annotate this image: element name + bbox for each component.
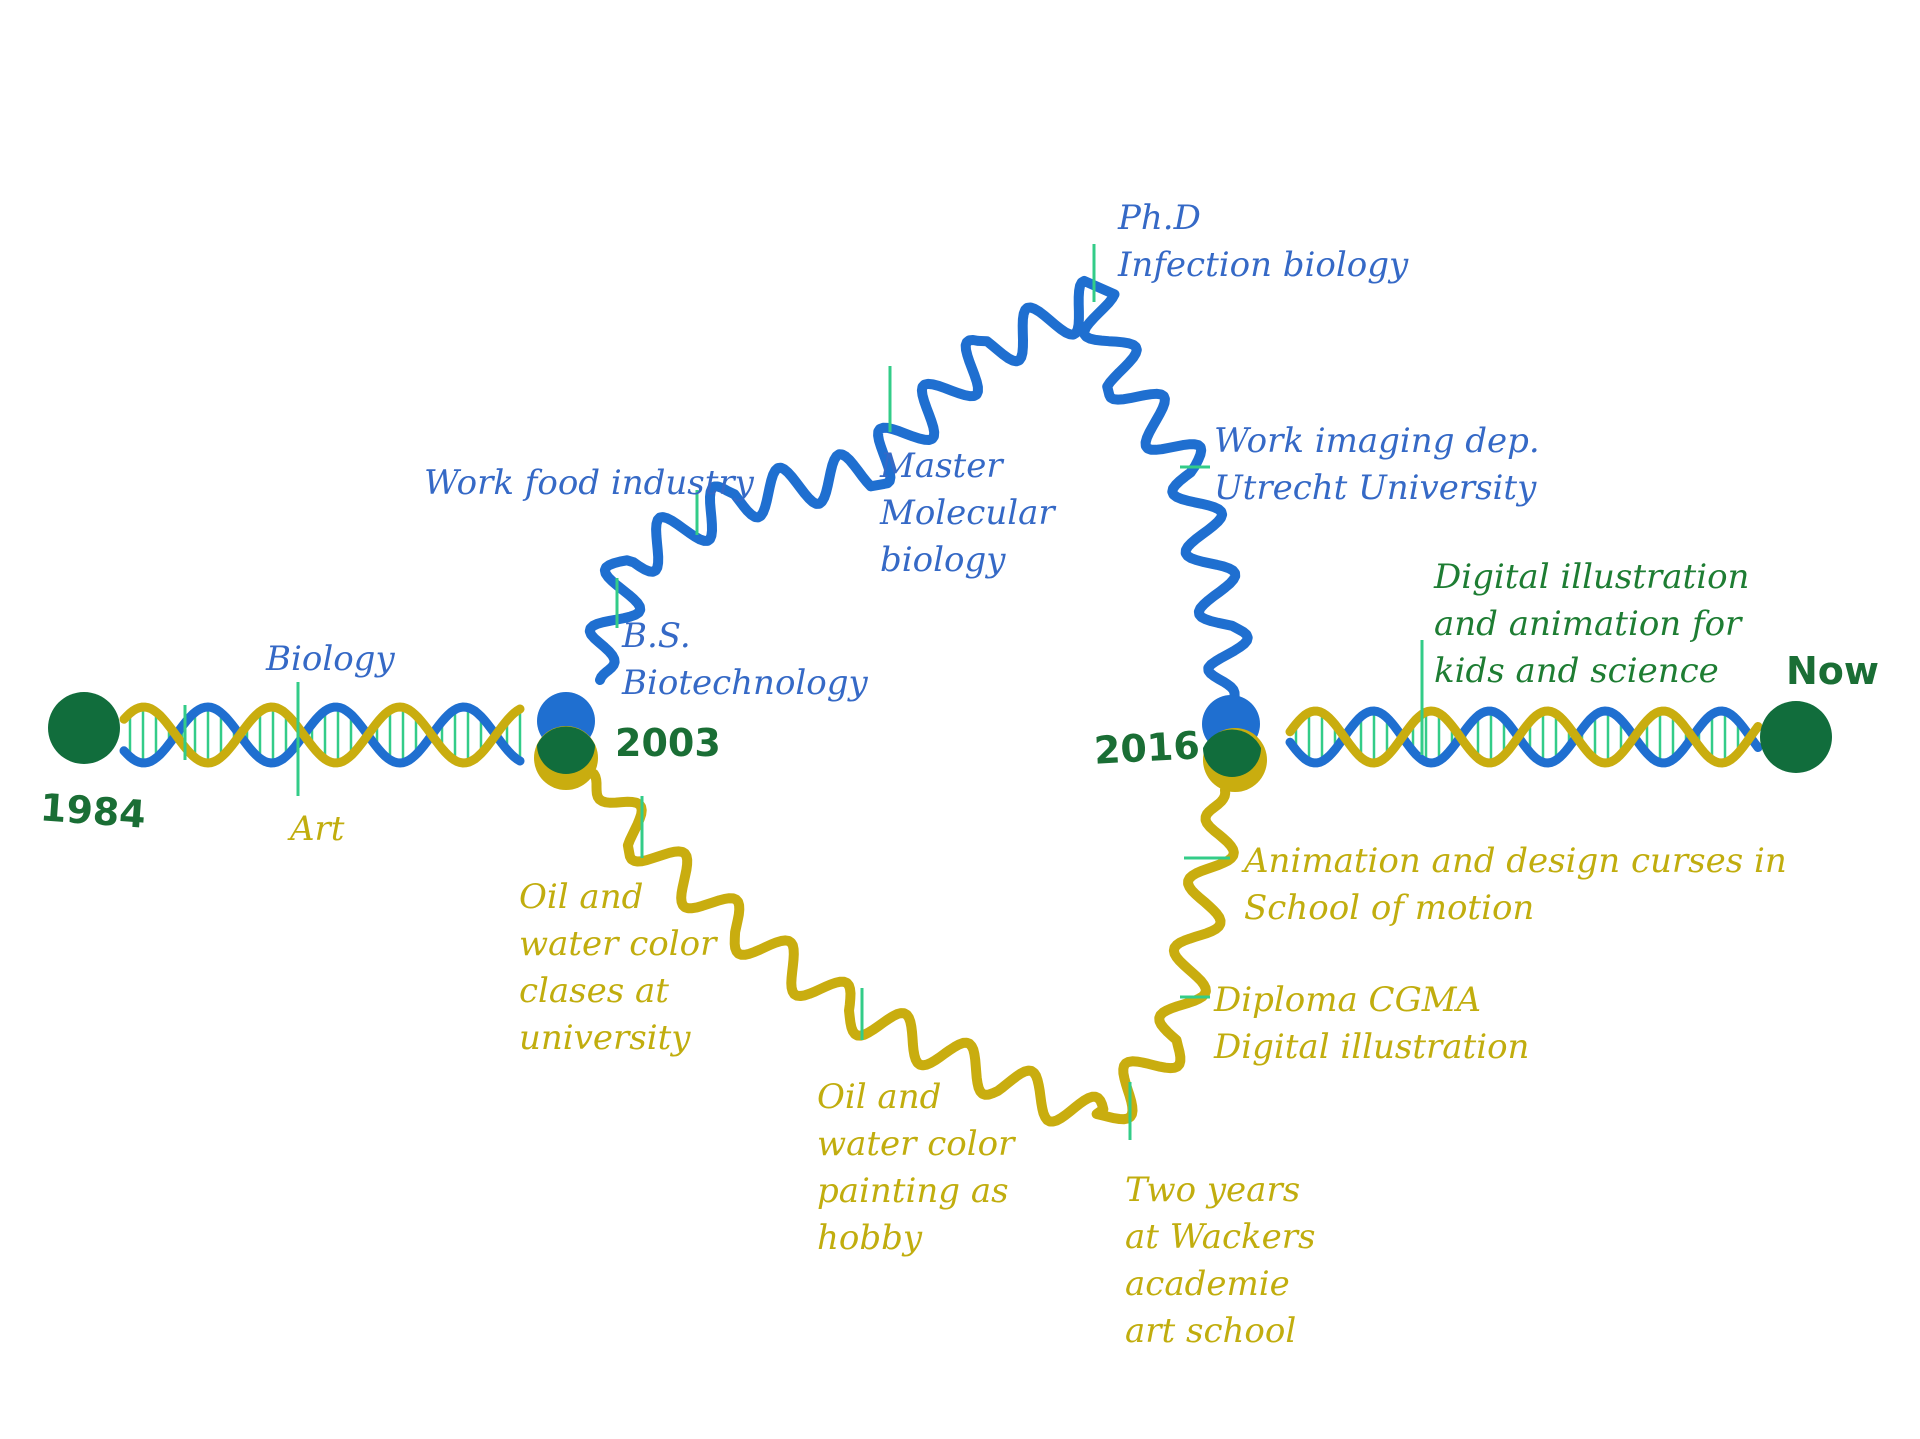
- art-branch-strand: [589, 769, 1239, 1127]
- end-node-now: [1760, 701, 1832, 773]
- merge-node-2016: [1202, 695, 1267, 792]
- label-phd-infection-biology: Ph.D Infection biology: [1118, 198, 1409, 285]
- label-work-food-industry: Work food industry: [424, 463, 754, 503]
- art-milestone-ticks: [640, 796, 1230, 1140]
- branch-node-2003: [534, 692, 598, 790]
- label-school-of-motion: Animation and design curses in School of…: [1244, 841, 1787, 928]
- label-bs-biotechnology: B.S. Biotechnology: [622, 616, 868, 703]
- science-milestone-ticks: [615, 244, 1210, 628]
- year-2003: 2003: [615, 721, 721, 765]
- label-diploma-cgma: Diploma CGMA Digital illustration: [1214, 980, 1530, 1067]
- left-helix-art-strand: [119, 702, 525, 768]
- label-work-imaging: Work imaging dep. Utrecht University: [1214, 421, 1540, 508]
- label-wackers-academie: Two years at Wackers academie art school: [1125, 1170, 1316, 1351]
- helix-1984-2003: [119, 682, 525, 796]
- label-now: Now: [1786, 649, 1880, 693]
- label-oil-water-university: Oil and water color clases at university: [519, 877, 717, 1058]
- left-helix-science-strand: [119, 702, 525, 768]
- helix-2016-now: [1285, 640, 1763, 768]
- overlap-2016: [1203, 729, 1261, 777]
- label-biology: Biology: [266, 639, 395, 679]
- label-art: Art: [290, 809, 345, 849]
- label-master-molecular-biology: Master Molecular biology: [880, 446, 1055, 580]
- label-oil-water-hobby: Oil and water color painting as hobby: [817, 1077, 1015, 1258]
- label-digital-illustration-now: Digital illustration and animation for k…: [1434, 557, 1750, 691]
- science-branch-strand: [584, 275, 1253, 710]
- right-helix-art-strand: [1285, 706, 1763, 768]
- year-2016: 2016: [1092, 723, 1201, 773]
- overlap-2003: [537, 726, 595, 774]
- right-helix-science-strand: [1285, 706, 1763, 768]
- year-1984: 1984: [38, 785, 148, 837]
- start-node-1984: [48, 692, 120, 764]
